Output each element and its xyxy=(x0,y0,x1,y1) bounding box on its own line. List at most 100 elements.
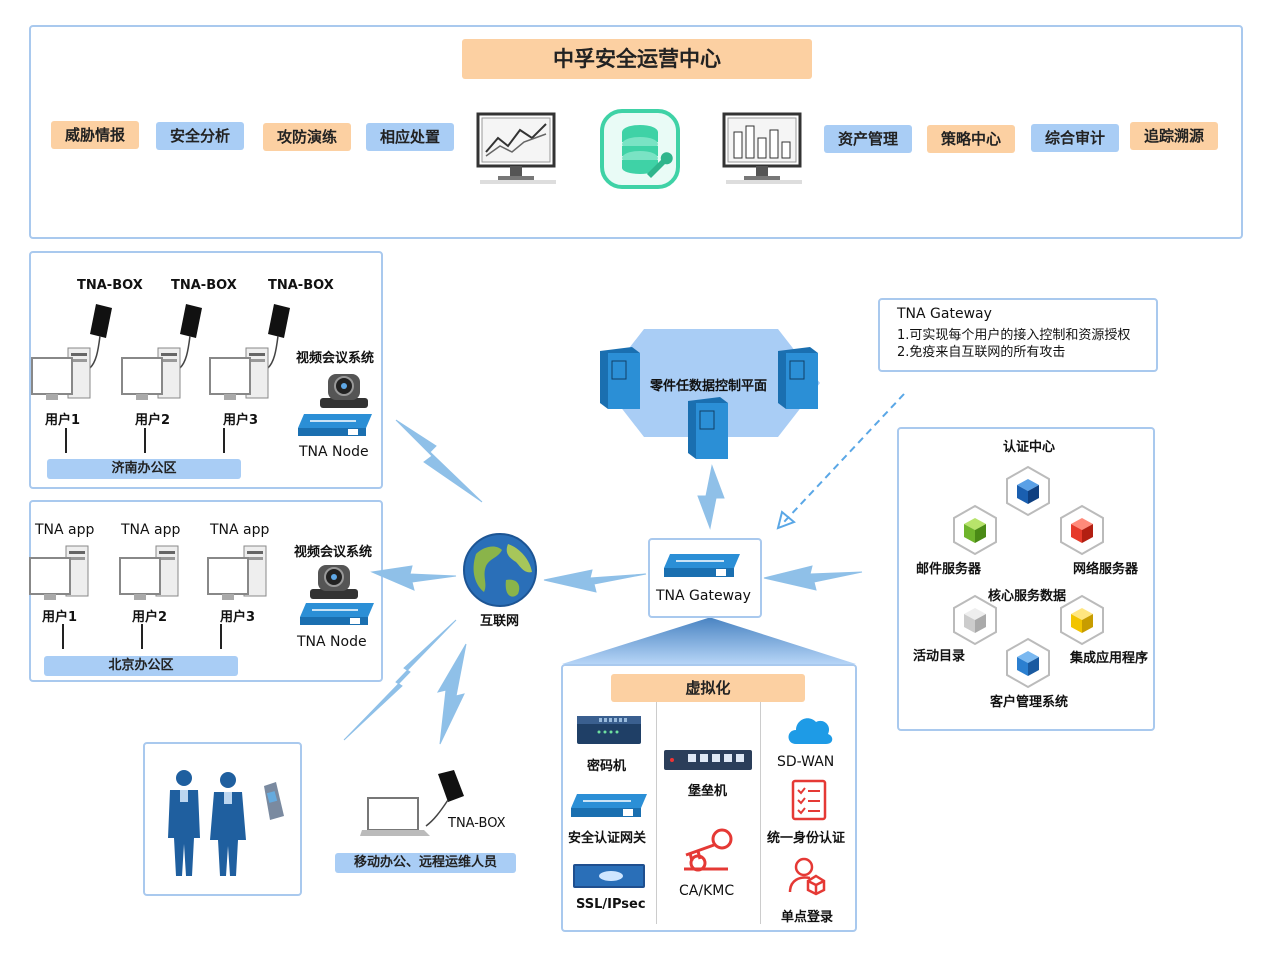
virtual-cipher-label: 密码机 xyxy=(587,759,627,774)
bastion-host-icon xyxy=(664,750,752,770)
cube-icon-network xyxy=(1060,505,1104,555)
tag-audit: 综合审计 xyxy=(1031,124,1119,152)
jinan-video-label: 视频会议系统 xyxy=(296,351,375,366)
mobile-box-label: TNA-BOX xyxy=(448,816,506,831)
tag-response: 相应处置 xyxy=(366,123,454,151)
virtualization-fan xyxy=(562,618,856,664)
cube-icon-crm xyxy=(1006,638,1050,688)
jinan-link-3 xyxy=(223,428,225,453)
bolt-mobile-internet-2 xyxy=(436,643,467,745)
jinan-user-1: 用户1 xyxy=(45,413,81,428)
control-plane-shape xyxy=(602,329,820,437)
jinan-computer-3 xyxy=(209,304,290,400)
tag-policy-center: 策略中心 xyxy=(927,125,1015,153)
cipher-machine-icon xyxy=(577,716,641,744)
server-center-icon xyxy=(688,397,728,459)
virtual-sec-gateway-label: 安全认证网关 xyxy=(568,831,647,846)
monitor-bar-chart-icon xyxy=(722,112,802,184)
beijing-video-camera-icon xyxy=(300,565,374,625)
beijing-user-2: 用户2 xyxy=(132,610,168,625)
beijing-computer-2 xyxy=(119,545,179,600)
mobile-phone-icon xyxy=(264,782,284,820)
auth-core-label: 核心服务数据 xyxy=(988,589,1067,604)
beijing-computer-1 xyxy=(29,545,89,600)
jinan-box-label-3: TNA-BOX xyxy=(268,278,334,293)
single-sign-on-icon xyxy=(788,857,826,896)
control-plane-servers xyxy=(600,347,818,459)
beijing-tna-node-label: TNA Node xyxy=(297,634,367,650)
server-right-icon xyxy=(778,347,818,409)
beijing-app-label-3: TNA app xyxy=(210,522,270,538)
jinan-box-label-2: TNA-BOX xyxy=(171,278,237,293)
tag-attack-defense: 攻防演练 xyxy=(263,123,351,151)
gateway-note-title: TNA Gateway xyxy=(897,306,992,322)
tag-asset-mgmt: 资产管理 xyxy=(824,125,912,153)
gateway-label: TNA Gateway xyxy=(656,588,751,604)
beijing-link-2 xyxy=(141,624,143,649)
gateway-note-line-1: 1.可实现每个用户的接入控制和资源授权 xyxy=(897,328,1131,343)
mobile-staff-bar: 移动办公、远程运维人员 xyxy=(335,853,516,873)
auth-center-title: 认证中心 xyxy=(1003,440,1056,455)
jinan-video-camera-icon xyxy=(320,374,368,408)
gateway-device-icon xyxy=(664,554,740,577)
mobile-laptop-icon xyxy=(360,770,464,836)
beijing-user-3: 用户3 xyxy=(220,610,256,625)
virtualization-divider-1 xyxy=(656,702,657,924)
tag-threat-intel: 威胁情报 xyxy=(51,121,139,149)
business-people-icon xyxy=(168,770,284,876)
auth-directory-label: 活动目录 xyxy=(913,649,966,664)
jinan-tna-node-label: TNA Node xyxy=(299,444,369,460)
beijing-user-computers xyxy=(29,545,267,600)
bolt-gateway-auth xyxy=(763,565,863,591)
bolt-internet-gateway xyxy=(543,569,647,593)
virtual-sso-label: 单点登录 xyxy=(781,910,834,925)
bolt-mobile-internet-1 xyxy=(343,619,457,741)
server-left-icon xyxy=(600,347,640,409)
beijing-computer-3 xyxy=(207,545,267,600)
cube-icon-mail xyxy=(953,505,997,555)
note-arrow-head xyxy=(776,510,796,530)
database-wrench-icon xyxy=(600,109,680,189)
virtual-ca-label: CA/KMC xyxy=(679,883,735,899)
auth-cubes xyxy=(953,466,1104,688)
gateway-panel xyxy=(648,538,762,618)
virtualization-title: 虚拟化 xyxy=(611,674,805,702)
beijing-link-3 xyxy=(220,624,222,649)
jinan-user-3: 用户3 xyxy=(223,413,259,428)
virtual-bastion-label: 堡垒机 xyxy=(688,784,728,799)
bolt-jinan-internet xyxy=(395,419,483,503)
soc-title: 中孚安全运营中心 xyxy=(462,39,812,79)
cube-icon-directory xyxy=(953,595,997,645)
note-arrow-line xyxy=(783,393,905,523)
beijing-link-1 xyxy=(62,624,64,649)
bolt-gateway-control xyxy=(697,464,725,530)
cube-icon-integrated xyxy=(1060,595,1104,645)
beijing-video-label: 视频会议系统 xyxy=(294,545,373,560)
tag-tracing: 追踪溯源 xyxy=(1130,122,1218,150)
internet-label: 互联网 xyxy=(480,614,520,629)
gateway-note-panel xyxy=(878,298,1158,372)
auth-network-label: 网络服务器 xyxy=(1073,562,1139,577)
virtual-ssl-label: SSL/IPsec xyxy=(576,897,646,912)
unified-identity-icon xyxy=(791,779,827,821)
cube-icon-center xyxy=(1006,466,1050,516)
beijing-app-label-1: TNA app xyxy=(35,522,95,538)
beijing-user-1: 用户1 xyxy=(42,610,78,625)
ssl-device-icon xyxy=(573,864,645,888)
gateway-note-line-2: 2.免疫来自互联网的所有攻击 xyxy=(897,345,1066,360)
control-plane-label: 零件任数据控制平面 xyxy=(650,379,768,394)
jinan-link-1 xyxy=(65,428,67,453)
auth-crm-label: 客户管理系统 xyxy=(990,695,1069,710)
security-gateway-icon xyxy=(571,794,647,817)
sd-wan-cloud-icon xyxy=(788,718,833,744)
globe-icon xyxy=(463,533,537,607)
virtualization-divider-2 xyxy=(760,702,761,924)
monitor-line-chart-icon xyxy=(476,112,556,184)
virtual-sdwan-label: SD-WAN xyxy=(777,754,835,770)
jinan-box-label-1: TNA-BOX xyxy=(77,278,143,293)
tag-security-analysis: 安全分析 xyxy=(156,122,244,150)
virtual-identity-label: 统一身份认证 xyxy=(767,831,846,846)
beijing-zone-bar: 北京办公区 xyxy=(44,656,238,676)
ca-kmc-key-icon xyxy=(684,828,733,872)
